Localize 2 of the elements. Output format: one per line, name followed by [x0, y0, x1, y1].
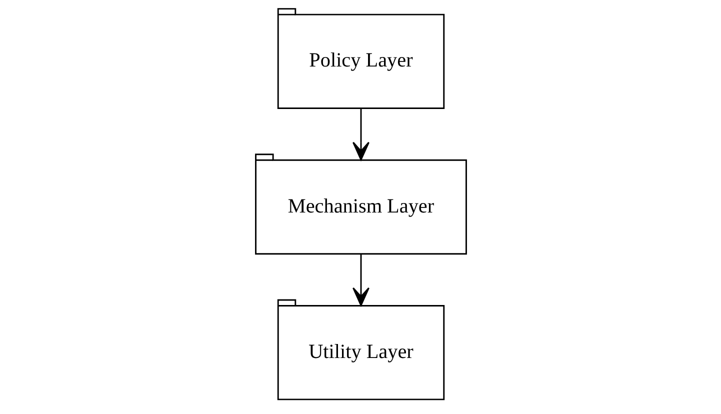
arrow [352, 108, 369, 160]
arrow [352, 254, 369, 306]
